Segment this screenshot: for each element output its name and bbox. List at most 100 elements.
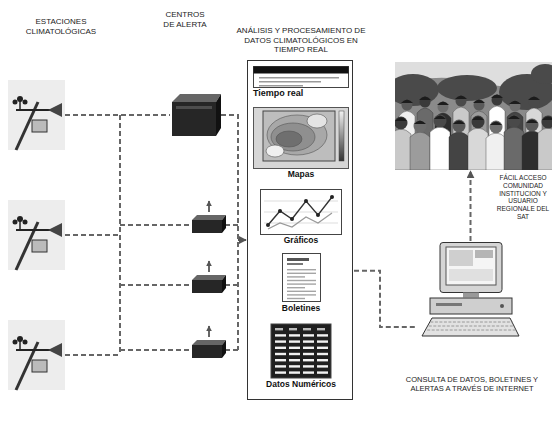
community-photograph-part: [414, 120, 427, 133]
bulletin-document-part: [283, 254, 321, 302]
community-photograph-part: [509, 101, 521, 105]
weather-station-part: [48, 223, 62, 237]
item-caption: Boletines: [266, 303, 336, 313]
data-wire-part: [120, 284, 190, 286]
line-chart: [260, 189, 342, 235]
community-photograph-part: [438, 102, 449, 113]
community-photograph-part: [472, 116, 485, 129]
line-chart-part: [290, 217, 294, 221]
line-chart-part: [304, 199, 308, 203]
data-table-part: [303, 334, 314, 336]
community-photograph-part: [453, 120, 466, 133]
data-table-part: [289, 365, 300, 367]
data-table-part: [275, 328, 283, 330]
data-wire: [65, 115, 238, 355]
data-wire-part: [225, 284, 238, 286]
item-caption: Tiempo real: [253, 88, 349, 99]
caption-text: CONSULTA DE DATOS, BOLETINES Y ALERTAS A…: [392, 375, 552, 394]
data-table-part: [275, 359, 286, 361]
weather-station-part: [32, 360, 47, 372]
computer: CONSULTA DE DATOS, BOLETINES Y ALERTAS A…: [418, 242, 523, 337]
bulletin-document-part: [287, 280, 316, 281]
community-photograph-part: [531, 64, 552, 84]
computer-illustration-part: [440, 243, 502, 293]
alert-center-part: [222, 340, 226, 358]
line-chart-part: [278, 209, 282, 213]
community-photo: FÁCIL ACCESO COMUNIDAD INSTITUCION Y USU…: [395, 62, 552, 170]
community-photograph-part: [437, 102, 449, 106]
data-table-part: [271, 324, 331, 378]
item-caption: Gráficos: [260, 235, 342, 245]
community-photograph-part: [510, 101, 521, 112]
weather-station-part: [32, 240, 47, 252]
data-table-part: [317, 340, 328, 342]
data-table: [253, 323, 349, 379]
alert-center-main: [172, 94, 221, 136]
weather-station-part: [13, 220, 18, 225]
community-photograph-part: [449, 132, 469, 170]
data-table-part: [303, 347, 314, 349]
computer-illustration-part: [430, 298, 512, 314]
data-table-part: [303, 371, 314, 373]
weather-station-part: [32, 120, 47, 132]
data-table-part: [303, 340, 314, 342]
community-photograph-part: [490, 121, 503, 134]
bulletin-document-part: [287, 258, 309, 261]
bulletin-document-part: [287, 287, 305, 288]
community-photograph-part: [430, 127, 450, 170]
computer-illustration-part: [436, 303, 462, 306]
weather-station-part: [17, 216, 23, 222]
line-chart-part: [316, 213, 320, 217]
webpage-thumbnail-part: [259, 85, 303, 87]
weather-station: [8, 80, 65, 150]
weather-station-part: [23, 220, 28, 225]
computer-illustration-part: [430, 322, 512, 323]
community-photograph-part: [542, 116, 553, 129]
column-heading: ESTACIONES CLIMATOLÓGICAS: [5, 17, 117, 37]
data-table-part: [275, 371, 286, 373]
data-table-part: [303, 365, 314, 367]
item-caption: Datos Numéricos: [253, 379, 349, 389]
webpage-thumbnail-part: [254, 67, 349, 88]
community-photograph-part: [456, 96, 467, 107]
data-table-part: [289, 359, 300, 361]
community-photograph-part: [526, 119, 539, 132]
line-chart-part: [268, 213, 332, 229]
alert-center-part: [192, 220, 222, 233]
weather-station-part: [48, 343, 62, 357]
bulletin-document-part: [287, 294, 316, 295]
community-photograph-part: [434, 115, 447, 128]
line-chart-part: [268, 197, 332, 225]
webpage-thumbnail: [253, 66, 349, 88]
community-photograph-part: [538, 128, 552, 170]
data-table-part: [275, 347, 286, 349]
processing-panel: ANÁLISIS Y PROCESAMIENTO DE DATOS CLIMAT…: [247, 60, 353, 400]
data-table-part: [303, 359, 314, 361]
data-table-part: [303, 328, 311, 330]
alert-center-part: [208, 201, 210, 212]
community-photograph-part: [508, 116, 520, 120]
community-photograph-part: [526, 120, 538, 124]
data-table-part: [275, 334, 286, 336]
alert-center: [192, 261, 226, 293]
caption-text: FÁCIL ACCESO COMUNIDAD INSTITUCION Y USU…: [494, 174, 552, 221]
webpage-thumbnail-part: [259, 81, 321, 83]
webpage-thumbnail-part: [259, 77, 339, 79]
data-table-part: [317, 353, 328, 355]
computer-illustration-part: [446, 247, 496, 285]
line-chart-part: [264, 201, 338, 202]
alert-center-part: [222, 275, 226, 293]
weather-station-part: [13, 100, 18, 105]
community-photograph-part: [437, 75, 497, 101]
entry-arrow: [238, 239, 246, 241]
data-wire-part: [65, 114, 170, 116]
data-table-part: [303, 353, 314, 355]
community-photograph-part: [395, 129, 411, 170]
bulletin-document-part: [287, 269, 316, 270]
bulletin-item: Boletines: [266, 253, 336, 313]
bulletin-document-part: [287, 298, 305, 299]
weather-station-part: [17, 96, 23, 102]
data-table-part: [275, 340, 286, 342]
community-photograph-part: [453, 121, 465, 125]
